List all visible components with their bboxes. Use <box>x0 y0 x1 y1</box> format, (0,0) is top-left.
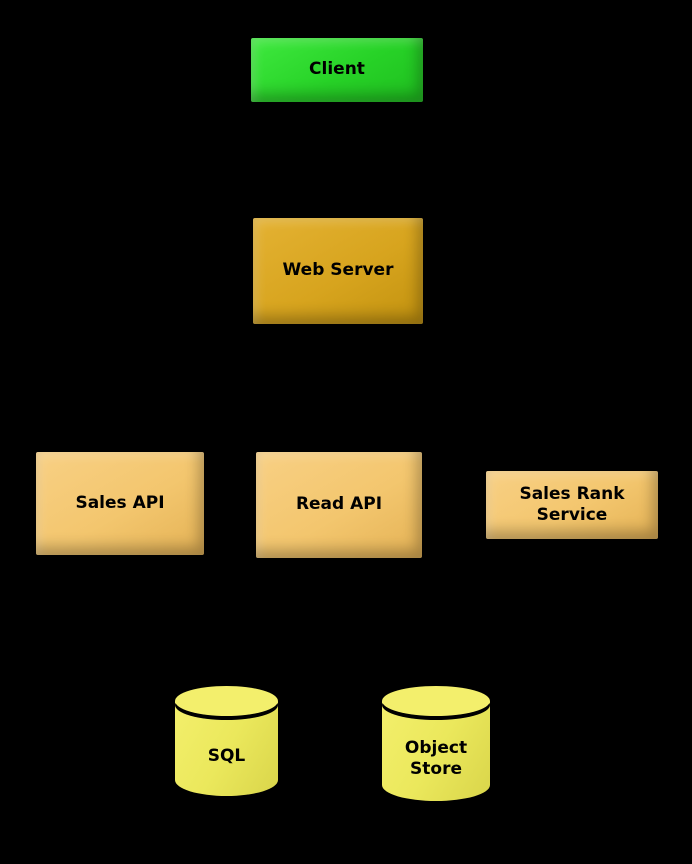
node-read-api: Read API <box>256 452 422 558</box>
cylinder-top <box>382 686 490 716</box>
node-sales-rank-service-label: Sales Rank Service <box>519 483 625 525</box>
node-read-api-label: Read API <box>295 494 383 515</box>
node-object-store-database: Object Store <box>382 686 490 801</box>
node-sql-database: SQL <box>175 686 278 796</box>
cylinder-body: Object Store <box>382 701 490 801</box>
node-sql-label: SQL <box>207 745 246 766</box>
cylinder-top <box>175 686 278 716</box>
node-sales-api-label: Sales API <box>75 492 165 513</box>
node-sales-api: Sales API <box>36 452 204 555</box>
node-web-server-label: Web Server <box>282 260 394 281</box>
node-web-server: Web Server <box>253 218 423 324</box>
node-sales-rank-service: Sales Rank Service <box>486 471 658 539</box>
node-client: Client <box>251 38 423 102</box>
cylinder-body: SQL <box>175 701 278 796</box>
node-client-label: Client <box>309 59 365 80</box>
node-object-store-label: Object Store <box>404 737 468 779</box>
